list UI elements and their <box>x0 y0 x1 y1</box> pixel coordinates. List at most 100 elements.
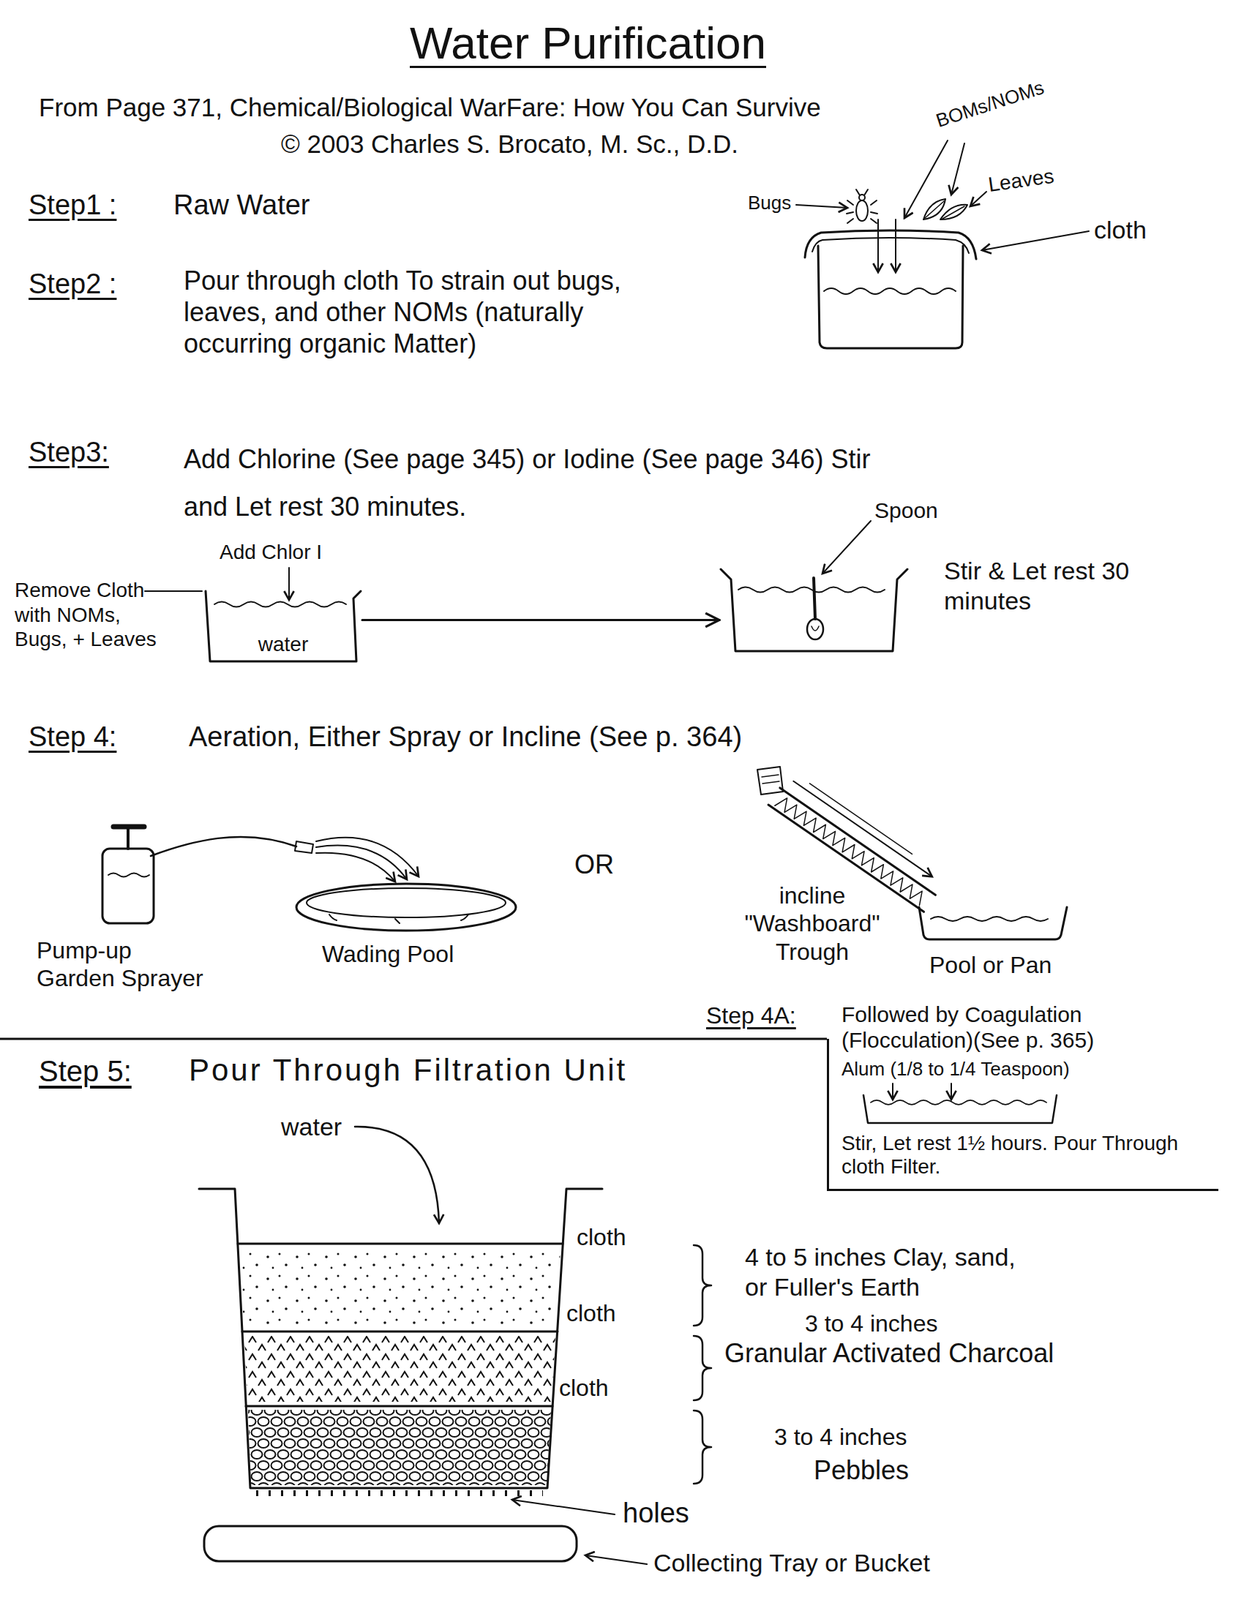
filtration-unit-drawing <box>237 1243 563 1407</box>
filtration-unit-drawing <box>585 1555 647 1565</box>
step4-incline-drawing <box>761 774 780 784</box>
step4-incline-drawing <box>793 781 932 877</box>
step-label-holder: Step2 : <box>28 267 117 302</box>
step-text: Raw Water <box>173 188 311 223</box>
step4-spray-drawing <box>108 873 150 878</box>
layer-label-holder: 3 to 4 inches <box>774 1423 907 1452</box>
node-text: Followed by Coagulation (Flocculation)(S… <box>841 1002 1190 1053</box>
step3-drawing <box>144 521 871 640</box>
layer-label: 3 to 4 inches <box>774 1423 907 1452</box>
part-label: cloth <box>1093 215 1147 246</box>
step-text-holder: Pour Through Filtration Unit <box>188 1052 628 1089</box>
step1-bucket-drawing <box>796 140 1089 349</box>
step-text: Pour Through Filtration Unit <box>188 1052 628 1089</box>
step4-incline-drawing <box>809 783 912 854</box>
layer-label: Granular Activated Charcoal <box>724 1337 1054 1370</box>
layer-label: cloth <box>566 1299 617 1328</box>
step4-spray-drawing <box>126 828 130 849</box>
step3-drawing <box>813 578 816 620</box>
part-label: Add Chlor I <box>219 540 322 565</box>
step4-spray-drawing <box>306 888 506 918</box>
layer-label-holder: Pebbles <box>813 1454 909 1487</box>
layer-label: 4 to 5 inches Clay, sand, or Fuller's Ea… <box>744 1242 1034 1303</box>
step1-bucket-drawing <box>804 230 977 260</box>
part-label-holder: Bugs <box>747 191 792 215</box>
part-label: incline "Washboard" Trough <box>739 881 886 966</box>
filtration-unit-drawing <box>199 1189 603 1489</box>
step-text: Add Chlorine (See page 345) or Iodine (S… <box>183 436 909 532</box>
filtration-unit-drawing <box>244 1336 556 1403</box>
step-text-holder: Pour through cloth To strain out bugs, l… <box>183 264 674 361</box>
step-text-holder: Aeration, Either Spray or Incline (See p… <box>188 720 742 755</box>
step1-bucket-drawing <box>894 219 897 273</box>
part-label-holder: holes <box>622 1497 690 1531</box>
part-label-holder: incline "Washboard" Trough <box>739 881 886 966</box>
step1-bucket-drawing <box>951 143 965 195</box>
step1-bucket-drawing <box>924 201 965 219</box>
layer-label-holder: 3 to 4 inches <box>804 1309 938 1338</box>
step-label-holder: Step1 : <box>28 188 117 223</box>
alum-pan-drawing <box>863 1083 1057 1124</box>
part-label: Collecting Tray or Bucket <box>653 1548 931 1579</box>
step1-bucket-drawing <box>812 237 969 254</box>
filtration-unit-drawing <box>240 1247 561 1329</box>
step4-spray-drawing <box>294 841 314 854</box>
filtration-unit-drawing <box>354 1126 440 1224</box>
note-text: Remove Cloth with NOMs, Bugs, + Leaves <box>14 578 169 652</box>
step-text: Pour through cloth To strain out bugs, l… <box>183 264 674 361</box>
layer-label: 3 to 4 inches <box>804 1309 938 1338</box>
step1-bucket-drawing <box>877 219 879 273</box>
container-outline <box>719 566 909 654</box>
step4-spray-drawing <box>316 845 407 880</box>
step1-bucket-drawing <box>856 200 868 221</box>
part-label-holder: Leaves <box>986 163 1056 198</box>
step1-bucket-drawing <box>796 204 848 208</box>
step-label: Step3: <box>28 436 110 470</box>
pan-spacer <box>841 1080 1190 1133</box>
alum-pan-drawing <box>870 1100 1047 1105</box>
note-text-holder: Remove Cloth with NOMs, Bugs, + Leaves <box>14 578 169 652</box>
step-label-holder: Step 4: <box>28 720 117 755</box>
step-label: Step 4A: <box>706 1002 831 1030</box>
step-box: Step 4A:Followed by Coagulation (Floccul… <box>826 1002 1219 1192</box>
layer-label-holder: 4 to 5 inches Clay, sand, or Fuller's Ea… <box>744 1242 1034 1303</box>
container-outline <box>205 591 361 662</box>
step4-spray-drawing <box>316 853 396 882</box>
step4-spray-drawing <box>316 837 419 877</box>
part-label-holder: Pool or Pan <box>929 951 1052 980</box>
filtration-unit-drawing <box>693 1245 712 1326</box>
part-label: Spoon <box>874 497 939 524</box>
part-label-holder: BOMs/NOMs <box>932 76 1047 133</box>
step-label: Step1 : <box>28 188 117 223</box>
step1-bucket-drawing <box>970 191 987 207</box>
water-surface <box>738 587 885 593</box>
part-label: water <box>280 1112 342 1143</box>
step4-incline-drawing <box>930 916 1048 922</box>
container-node: water <box>204 586 363 664</box>
flow-arrow <box>362 619 720 622</box>
part-label-holder: Pump-up Garden Sprayer <box>36 936 210 993</box>
step4-spray-drawing <box>113 824 145 830</box>
filtration-unit-drawing <box>512 1500 615 1515</box>
step3-drawing <box>822 521 871 574</box>
part-label: Pump-up Garden Sprayer <box>36 936 210 993</box>
step-text: Aeration, Either Spray or Incline (See p… <box>188 720 742 755</box>
step4-incline-drawing <box>780 788 936 895</box>
node-text: Stir, Let rest 1½ hours. Pour Through cl… <box>841 1132 1190 1179</box>
section-divider <box>0 1038 827 1041</box>
step4-incline-drawing <box>757 766 783 795</box>
copyright-line-holder: © 2003 Charles S. Brocato, M. Sc., D.D. <box>280 128 739 160</box>
part-label-holder: cloth <box>1093 215 1147 246</box>
step-label: Step 4: <box>28 720 117 755</box>
step1-bucket-drawing <box>846 189 878 224</box>
title-holder: Water Purification <box>409 16 767 71</box>
step4-spray-drawing <box>150 837 297 857</box>
step4-spray-drawing <box>329 914 469 924</box>
layer-label: cloth <box>576 1223 627 1252</box>
water-surface <box>214 602 347 608</box>
step3-drawing <box>288 567 290 601</box>
step-text-holder: Raw Water <box>173 188 311 223</box>
source-citation-holder: From Page 371, Chemical/Biological WarFa… <box>38 92 822 123</box>
step4-spray-drawing <box>102 848 154 924</box>
